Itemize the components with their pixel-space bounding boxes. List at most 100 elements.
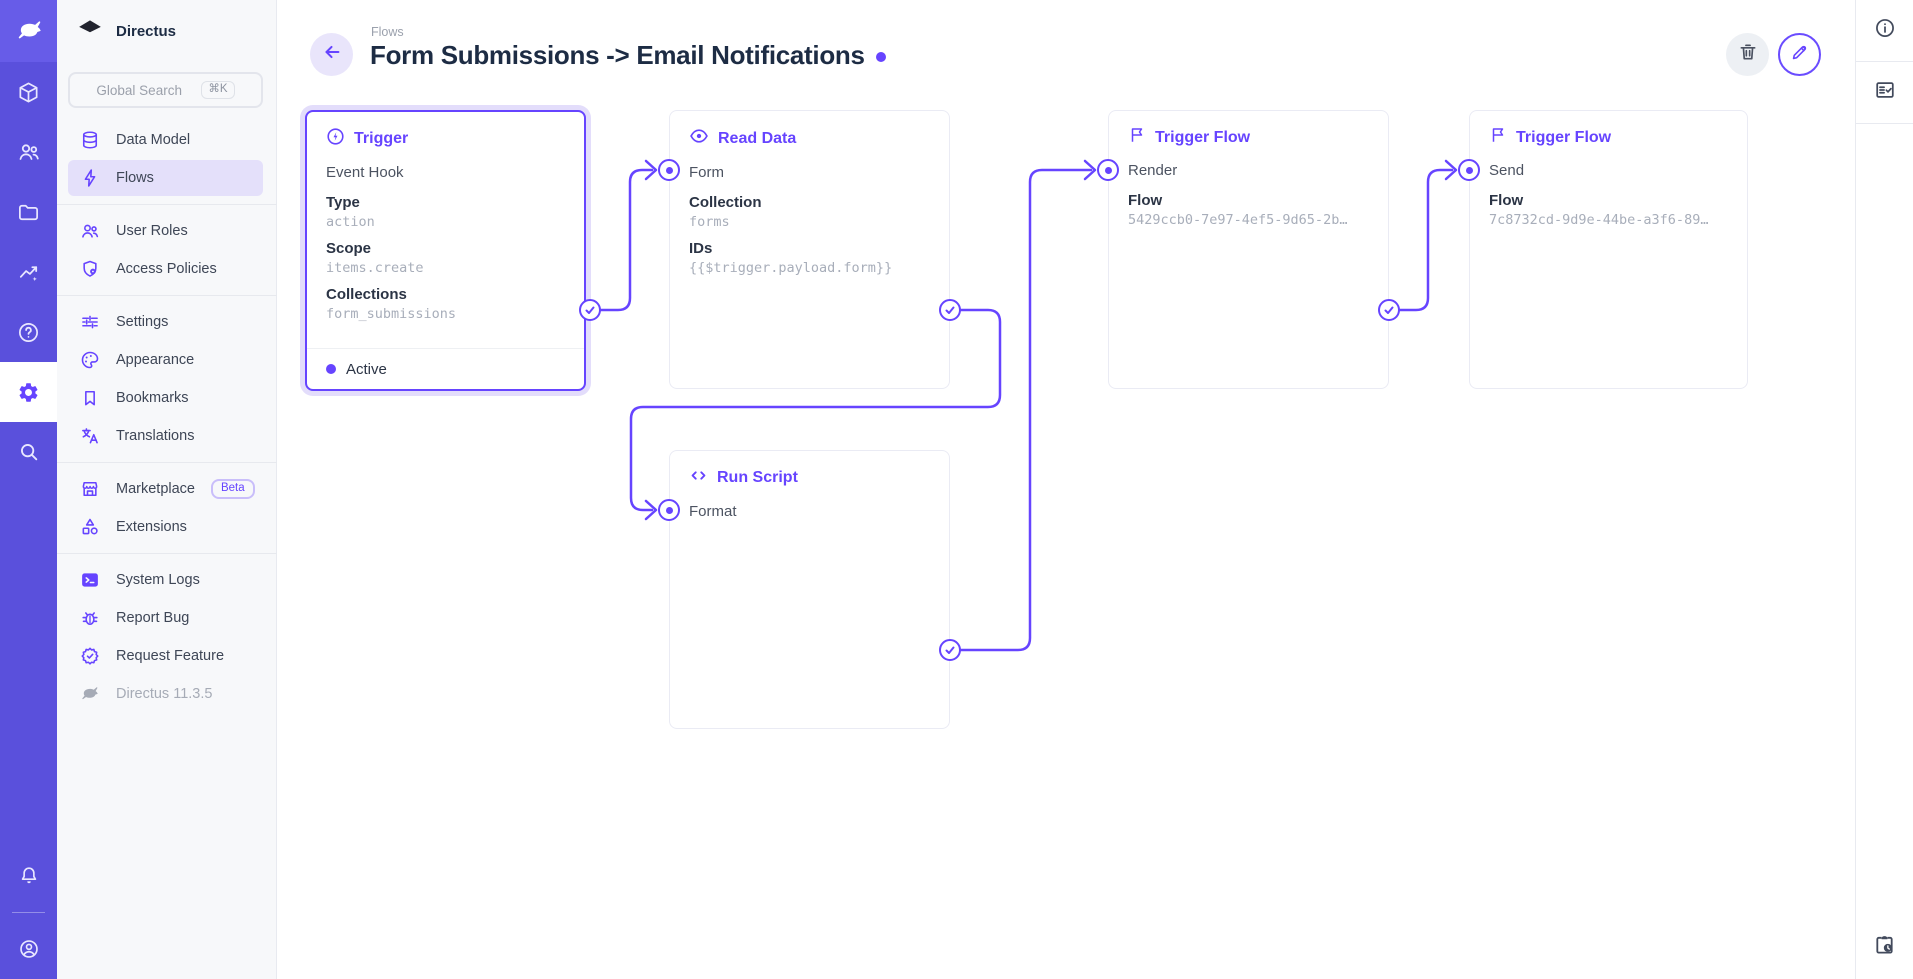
- sidebar-item-report-bug[interactable]: Report Bug: [68, 600, 263, 636]
- sidebar-item-label: Bookmarks: [116, 390, 189, 406]
- search-shortcut-badge: ⌘K: [201, 81, 235, 99]
- nav-sidebar: Directus ⌘K Data Model Flows: [57, 0, 277, 979]
- project-name: Directus: [116, 22, 177, 40]
- sidebar-item-label: Appearance: [116, 352, 195, 368]
- flow-panel-read-data[interactable]: Read Data Form Collection forms IDs {{$t…: [669, 110, 950, 389]
- sidebar-item-label: Translations: [116, 428, 195, 444]
- info-sidebar-button[interactable]: [1856, 0, 1913, 61]
- panel-field: Collections form_submissions: [326, 286, 457, 322]
- nav-divider: [57, 462, 277, 463]
- cube-icon: [17, 81, 40, 104]
- project-logo-icon: [77, 16, 103, 47]
- module-search[interactable]: [0, 422, 57, 482]
- module-settings[interactable]: [0, 362, 57, 422]
- panel-subtitle: Send: [1489, 162, 1525, 179]
- seal-check-icon: [79, 646, 100, 667]
- run-script-panel-header[interactable]: Run Script: [689, 466, 930, 490]
- panel-field: Collection forms: [689, 194, 762, 230]
- output-connector-trigger[interactable]: [579, 299, 601, 321]
- module-help[interactable]: [0, 302, 57, 362]
- account-button[interactable]: [0, 919, 57, 979]
- panel-subtitle: Event Hook: [326, 164, 404, 181]
- sidebar-item-label: Data Model: [116, 132, 191, 148]
- sidebar-item-bookmarks[interactable]: Bookmarks: [68, 380, 263, 416]
- sidebar-item-access-policies[interactable]: Access Policies: [68, 251, 263, 287]
- search-icon: [18, 441, 40, 463]
- module-files[interactable]: [0, 182, 57, 242]
- page-title: Form Submissions -> Email Notifications: [370, 40, 886, 71]
- terminal-icon: [79, 570, 100, 591]
- right-sidebar-divider: [1856, 61, 1913, 62]
- input-connector-run-script[interactable]: [658, 499, 680, 521]
- module-users[interactable]: [0, 122, 57, 182]
- database-icon: [79, 130, 100, 151]
- nav-list: Data Model Flows User Roles Access Pol: [57, 122, 277, 714]
- info-icon: [1874, 17, 1896, 44]
- sidebar-item-data-model[interactable]: Data Model: [68, 122, 263, 158]
- module-bar: [0, 0, 57, 979]
- edit-flow-button[interactable]: [1778, 33, 1821, 76]
- trigger-flow-panel-header[interactable]: Trigger Flow: [1489, 126, 1728, 149]
- panel-field: Flow 5429ccb0-7e97-4ef5-9d65-2b…: [1128, 192, 1348, 228]
- sidebar-item-appearance[interactable]: Appearance: [68, 342, 263, 378]
- sidebar-item-request-feature[interactable]: Request Feature: [68, 638, 263, 674]
- logs-sidebar-button[interactable]: [1856, 62, 1913, 123]
- output-connector-trigger-flow-render[interactable]: [1378, 299, 1400, 321]
- beta-badge: Beta: [210, 478, 255, 500]
- flow-panel-trigger-flow-render[interactable]: Trigger Flow Render Flow 5429ccb0-7e97-4…: [1108, 110, 1389, 389]
- delete-flow-button[interactable]: [1726, 33, 1769, 76]
- fact-check-icon: [1874, 79, 1896, 106]
- sidebar-item-label: Settings: [116, 314, 169, 330]
- sidebar-item-label: Flows: [116, 170, 154, 186]
- sidebar-item-translations[interactable]: Translations: [68, 418, 263, 454]
- sidebar-item-extensions[interactable]: Extensions: [68, 509, 263, 545]
- notifications-button[interactable]: [0, 846, 57, 906]
- project-switcher[interactable]: Directus: [57, 0, 276, 62]
- global-search[interactable]: ⌘K: [68, 72, 263, 108]
- sidebar-item-label: Extensions: [116, 519, 187, 535]
- sidebar-item-settings[interactable]: Settings: [68, 304, 263, 340]
- input-connector-read-data[interactable]: [658, 159, 680, 181]
- back-button[interactable]: [310, 33, 353, 76]
- read-data-panel-header[interactable]: Read Data: [689, 126, 930, 151]
- shapes-icon: [79, 517, 100, 538]
- panel-field: IDs {{$trigger.payload.form}}: [689, 240, 893, 276]
- insights-icon: [17, 261, 40, 284]
- nav-divider: [57, 295, 277, 296]
- panel-title: Trigger Flow: [1516, 128, 1612, 146]
- output-connector-run-script[interactable]: [939, 639, 961, 661]
- trigger-flow-panel-header[interactable]: Trigger Flow: [1128, 126, 1369, 149]
- input-connector-trigger-flow-send[interactable]: [1458, 159, 1480, 181]
- module-content[interactable]: [0, 62, 57, 122]
- flow-panel-trigger-flow-send[interactable]: Trigger Flow Send Flow 7c8732cd-9d9e-44b…: [1469, 110, 1748, 389]
- code-icon: [689, 466, 708, 490]
- arrow-left-icon: [321, 41, 343, 68]
- search-input[interactable]: [96, 82, 193, 98]
- sidebar-item-label: Access Policies: [116, 261, 217, 277]
- panel-title: Run Script: [717, 469, 798, 486]
- flow-panel-run-script[interactable]: Run Script Format: [669, 450, 950, 729]
- output-connector-read-data[interactable]: [939, 299, 961, 321]
- right-sidebar: [1855, 0, 1913, 979]
- sidebar-item-flows[interactable]: Flows: [68, 160, 263, 196]
- panel-subtitle: Format: [689, 503, 737, 520]
- folder-icon: [17, 201, 40, 224]
- flow-panel-trigger[interactable]: Trigger Event Hook Type action Scope ite…: [305, 110, 586, 391]
- sidebar-item-system-logs[interactable]: System Logs: [68, 562, 263, 598]
- sidebar-item-marketplace[interactable]: Marketplace Beta: [68, 471, 263, 507]
- trigger-status-row: Active: [307, 348, 584, 389]
- status-label: Active: [346, 360, 387, 378]
- trigger-panel-header[interactable]: Trigger: [326, 127, 565, 151]
- input-connector-trigger-flow-render[interactable]: [1097, 159, 1119, 181]
- module-insights[interactable]: [0, 242, 57, 302]
- rabbit-icon: [79, 684, 100, 705]
- pending-revisions-button[interactable]: [1856, 915, 1913, 979]
- right-sidebar-divider: [1856, 123, 1913, 124]
- sidebar-item-user-roles[interactable]: User Roles: [68, 213, 263, 249]
- bug-icon: [79, 608, 100, 629]
- directus-logo[interactable]: [0, 0, 57, 62]
- breadcrumb[interactable]: Flows: [371, 25, 404, 39]
- panel-subtitle: Render: [1128, 162, 1178, 179]
- bolt-circle-icon: [326, 127, 345, 151]
